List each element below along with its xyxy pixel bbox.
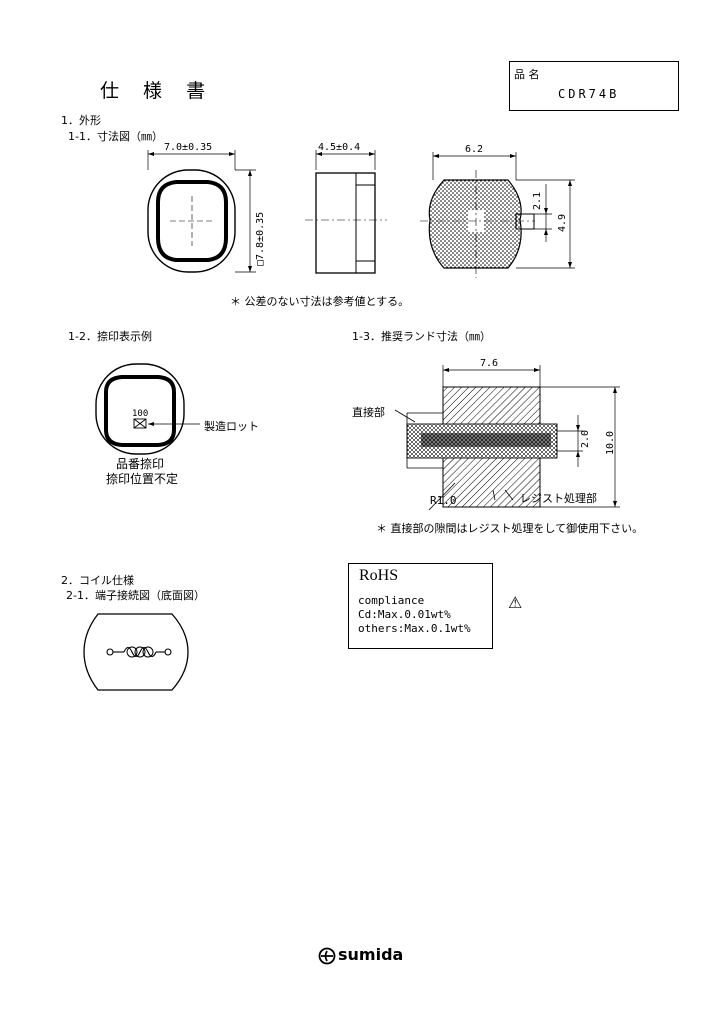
- rohs-line-1: compliance: [358, 594, 425, 607]
- land-width-dim: 7.6: [480, 358, 498, 369]
- terminal-connection-drawing: [83, 613, 189, 691]
- land-gap-dim: 2.0: [580, 430, 591, 448]
- rohs-title: RoHS: [359, 567, 399, 584]
- bottom-view-drawing: 6.2 2.1 4.9: [420, 144, 575, 278]
- part-name-label: 品 名: [514, 68, 540, 81]
- section-2-1-heading: 2-1．端子接続図（底面図）: [66, 589, 205, 602]
- section-2-heading: 2．コイル仕様: [61, 574, 134, 587]
- part-number: CDR74B: [558, 87, 620, 101]
- section-1-heading: 1．外形: [61, 114, 101, 127]
- side-width-dim: 4.5±0.4: [318, 142, 360, 153]
- sumida-logo-icon: [318, 947, 336, 965]
- land-height-dim: 10.0: [605, 431, 616, 455]
- land-resist-label: レジスト処理部: [520, 492, 597, 505]
- bottom-terminal-dim: 2.1: [532, 192, 543, 210]
- rohs-box: RoHS compliance Cd:Max.0.01wt% others:Ma…: [348, 563, 493, 649]
- front-height-dim: □7.8±0.35: [255, 212, 266, 266]
- marking-caption-1: 品番捺印: [116, 457, 165, 471]
- tolerance-note: ＊ 公差のない寸法は参考値とする。: [230, 295, 410, 308]
- part-name-box: 品 名 CDR74B: [509, 61, 679, 111]
- rohs-line-3: others:Max.0.1wt%: [358, 622, 471, 635]
- marking-caption-2: 捺印位置不定: [106, 472, 179, 486]
- land-radius-label: R1.0: [430, 494, 457, 507]
- document-title: 仕 様 書: [100, 80, 215, 102]
- warning-mark-icon: ⚠: [508, 593, 523, 612]
- section-1-2-heading: 1-2．捺印表示例: [68, 330, 152, 343]
- land-pattern-drawing: 7.6 2.0 10.0: [394, 358, 620, 511]
- front-view-drawing: 7.0±0.35 □7.8±0.35: [147, 142, 266, 273]
- bottom-width-dim: 6.2: [465, 144, 483, 155]
- land-direct-label: 直接部: [352, 406, 385, 419]
- bottom-height-dim: 4.9: [557, 214, 568, 232]
- front-width-dim: 7.0±0.35: [164, 142, 212, 153]
- marking-lot-callout: 製造ロット: [204, 420, 259, 433]
- sumida-logo-text: sumida: [338, 945, 404, 964]
- section-1-1-heading: 1-1．寸法図（㎜）: [68, 130, 163, 143]
- marking-text: 100: [132, 409, 148, 419]
- marking-example-drawing: 100: [95, 363, 200, 455]
- section-1-3-heading: 1-3．推奨ランド寸法（㎜）: [352, 330, 491, 343]
- land-note: ＊ 直接部の隙間はレジスト処理をして御使用下さい。: [376, 522, 644, 535]
- rohs-line-2: Cd:Max.0.01wt%: [358, 608, 451, 621]
- side-view-drawing: 4.5±0.4: [305, 142, 387, 274]
